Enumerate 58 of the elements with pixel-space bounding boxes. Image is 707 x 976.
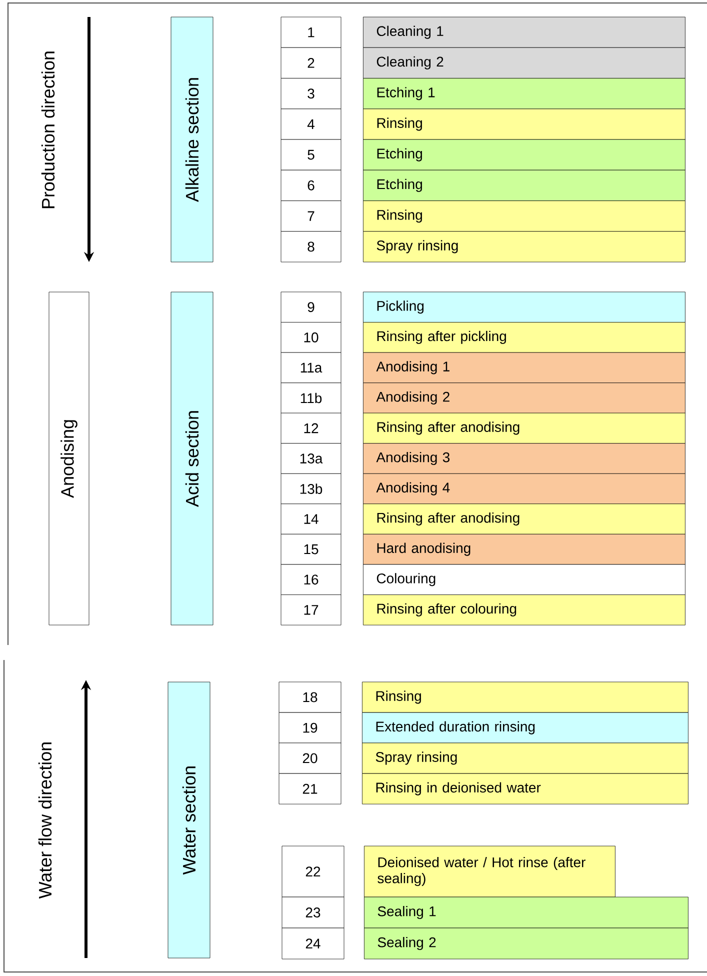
step-cell: Etching 1 (363, 78, 686, 110)
step-cell: Deionised water / Hot rinse (after sealing) (364, 846, 616, 898)
step-cell: Rinsing after pickling (363, 322, 686, 353)
step-cell: Rinsing (363, 200, 686, 232)
step-cell: Hard anodising (363, 534, 686, 565)
step-cell: Extended duration rinsing (362, 712, 688, 744)
number-cell: 11b (280, 382, 342, 414)
number-cell: 22 (282, 846, 344, 898)
step-cell: Spray rinsing (363, 231, 686, 262)
number-cell: 19 (278, 712, 342, 744)
step-cell: Rinsing after anodising (363, 504, 686, 534)
number-cell: 13a (280, 443, 342, 474)
step-cell: Rinsing in deionised water (362, 773, 688, 804)
step-cell: Etching (363, 170, 686, 201)
number-cell: 5 (280, 139, 342, 170)
number-cell: 21 (278, 773, 342, 804)
section-box: Anodising (48, 292, 90, 626)
number-cell: 13b (280, 473, 342, 504)
number-cell: 20 (278, 742, 342, 774)
number-cell: 23 (282, 896, 344, 928)
number-cell: 12 (280, 412, 342, 444)
number-cell: 18 (278, 682, 342, 713)
number-cell: 2 (280, 47, 342, 78)
step-cell: Rinsing after colouring (363, 594, 686, 626)
number-cell: 1 (280, 16, 342, 48)
step-cell: Anodising 1 (363, 352, 686, 384)
number-cell: 4 (280, 108, 342, 140)
number-cell: 9 (280, 292, 342, 322)
number-cell: 8 (280, 231, 342, 262)
step-cell: Cleaning 2 (363, 47, 686, 78)
number-cell: 14 (280, 504, 342, 534)
number-cell: 10 (280, 322, 342, 353)
step-cell: Anodising 3 (363, 443, 686, 474)
step-cell: Pickling (363, 292, 686, 322)
number-cell: 11a (280, 352, 342, 384)
direction-label: Production direction (41, 52, 55, 208)
step-cell: Etching (363, 139, 686, 170)
direction-label: Water flow direction (38, 742, 52, 899)
step-cell: Rinsing after anodising (363, 412, 686, 444)
number-cell: 6 (280, 170, 342, 201)
number-cell: 24 (282, 928, 344, 960)
number-cell: 15 (280, 534, 342, 565)
number-cell: 17 (280, 594, 342, 626)
step-cell: Spray rinsing (362, 742, 688, 774)
step-cell: Sealing 2 (364, 928, 688, 960)
number-cell: 3 (280, 78, 342, 110)
step-cell: Rinsing (363, 108, 686, 140)
step-cell: Sealing 1 (364, 896, 688, 928)
step-cell: Anodising 4 (363, 473, 686, 504)
step-cell: Colouring (363, 564, 686, 595)
step-cell: Cleaning 1 (363, 16, 686, 48)
number-cell: 16 (280, 564, 342, 595)
step-cell: Anodising 2 (363, 382, 686, 414)
step-cell: Rinsing (362, 682, 688, 713)
section-box: Water section (168, 682, 210, 958)
number-cell: 7 (280, 200, 342, 232)
section-box: Acid section (170, 292, 214, 626)
section-box: Alkaline section (170, 16, 214, 262)
